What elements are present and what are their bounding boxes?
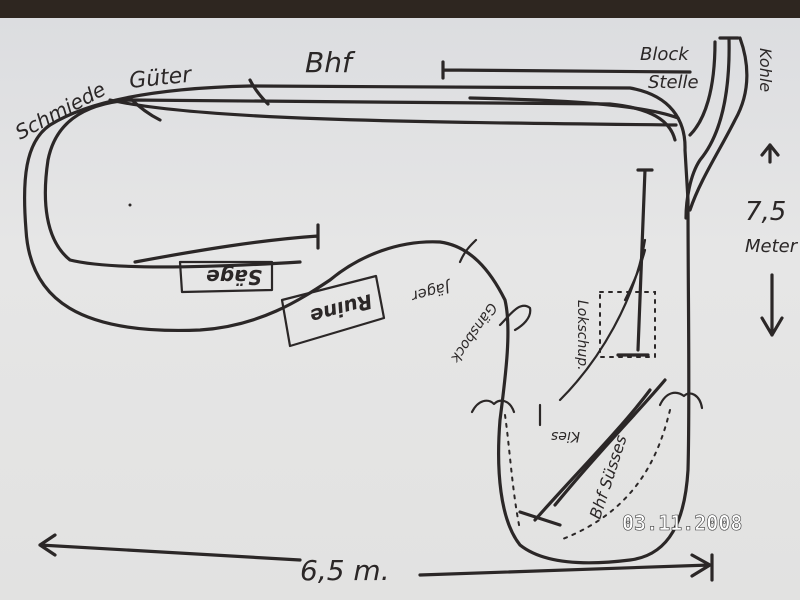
label-height-unit: Meter [745,236,799,257]
label-bhf-suesses: Bhf Süsses [586,433,631,522]
label-stelle: Stelle [648,72,699,93]
paper-dot [128,203,132,207]
label-block: Block [640,44,690,65]
suesses-track-2 [533,388,652,522]
tunnel-portal-1 [470,399,516,414]
station-track-4 [468,96,680,120]
date-stamp: 03.11.2008 [622,511,742,535]
bhf-siding [441,60,692,80]
lokschuppen-building [599,291,656,358]
kohle-line-1 [684,36,740,220]
outer-track [22,84,691,565]
ruine-box [280,274,386,348]
tunnel-portal-2 [658,391,704,410]
tunnel-portal-4 [458,238,478,264]
suesses-track-1 [518,378,667,527]
label-bhf: Bhf [305,46,356,79]
label-saege: Säge [206,265,262,289]
label-jaeger: Jäger [409,277,455,305]
station-track-3 [128,96,162,122]
width-arrow [38,533,712,578]
label-kies: Kies [551,428,580,444]
station-track-1 [108,98,678,127]
height-arrow [760,143,784,337]
label-width: 6,5 m. [300,554,390,587]
saege-siding [133,223,320,264]
station-track-2 [248,78,270,106]
lokschuppen-branch-2 [623,248,647,302]
label-height: 7,5 [745,197,786,227]
label-lokschuppen: Lokschup. [574,300,590,371]
lokschuppen-track [616,168,654,357]
tunnel-portal-3 [498,304,532,332]
saege-box [178,260,274,294]
kohle-line-3 [688,40,717,137]
label-schmiede: Schmiede [11,77,109,145]
suesses-dotted-1 [504,414,521,531]
suesses-dotted-2 [559,409,671,541]
lokschuppen-branch [558,238,647,402]
kohle-line-2 [688,36,749,212]
label-kohle: Kohle [756,48,775,92]
label-gaensbock: Gänsbock [447,300,500,366]
